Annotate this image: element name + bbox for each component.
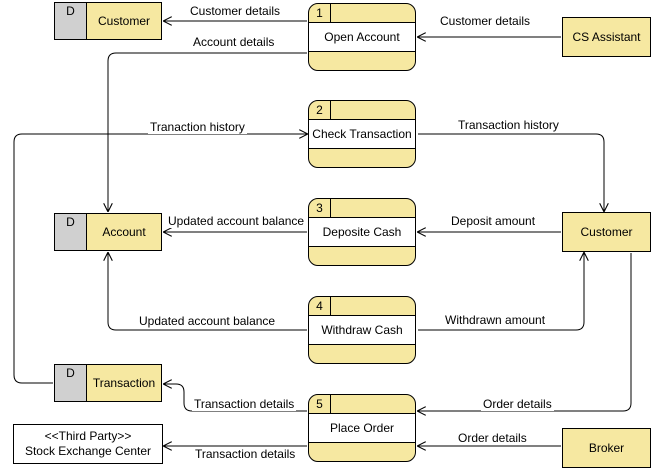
entity-cs-assistant[interactable]: CS Assistant [562,17,651,57]
entity-broker[interactable]: Broker [562,428,651,468]
process-number: 5 [309,395,331,413]
flow-withdraw-to-customer [418,253,584,331]
flow-transaction-to-check [13,134,307,384]
data-store-id: D [55,214,87,250]
flow-order-to-transaction [164,384,307,412]
flow-label-order-details: Order details [456,431,529,445]
flow-label-deposit-amount: Deposit amount [449,214,538,228]
flow-label-withdrawn-amount: Withdrawn amount [443,313,548,327]
flow-customer-to-order [418,253,632,411]
process-name: Place Order [309,413,415,443]
process-name: Withdraw Cash [309,315,415,345]
data-store-id: D [55,365,87,401]
entity-stock-exchange-center[interactable]: <<Third Party>> Stock Exchange Center [13,424,163,464]
data-store-label: Customer [97,14,150,28]
process-number: 1 [309,4,331,22]
flow-label-updated-account-balance: Updated account balance [166,214,307,228]
flow-label-updated-account-balance: Updated account balance [137,314,278,328]
entity-name: Stock Exchange Center [24,444,152,458]
flow-label-order-details: Order details [481,397,554,411]
flow-label-transaction-history: Transaction history [456,118,561,132]
process-number: 3 [309,199,331,217]
flow-label-customer-details: Customer details [438,14,533,28]
data-store-label: Account [102,225,146,239]
process-name: Check Transaction [309,119,415,149]
process-name: Open Account [309,22,415,52]
entity-customer[interactable]: Customer [562,212,651,252]
flow-check-to-customer [418,133,604,211]
process-check-transaction[interactable]: 2 Check Transaction [308,100,416,168]
process-number: 2 [309,101,331,119]
flow-open-to-account [108,52,307,211]
process-name: Deposite Cash [309,217,415,247]
data-store-customer[interactable]: D Customer [54,2,162,40]
data-store-id: D [55,3,87,39]
flow-label-customer-details: Customer details [188,4,283,18]
entity-stereotype: <<Third Party>> [44,429,132,443]
data-store-account[interactable]: D Account [54,213,162,251]
process-number: 4 [309,297,331,315]
flow-withdraw-to-account [108,253,307,331]
flow-label-transaction-details: Transaction details [193,447,298,461]
data-store-label: Transaction [92,376,156,390]
process-open-account[interactable]: 1 Open Account [308,3,416,71]
flow-label-tranaction-history: Tranaction history [148,120,247,134]
flow-label-account-details: Account details [191,35,277,49]
data-store-transaction[interactable]: D Transaction [54,364,162,402]
process-place-order[interactable]: 5 Place Order [308,394,416,462]
process-withdraw-cash[interactable]: 4 Withdraw Cash [308,296,416,364]
process-deposite-cash[interactable]: 3 Deposite Cash [308,198,416,266]
flow-label-transaction-details: Transaction details [192,397,297,411]
